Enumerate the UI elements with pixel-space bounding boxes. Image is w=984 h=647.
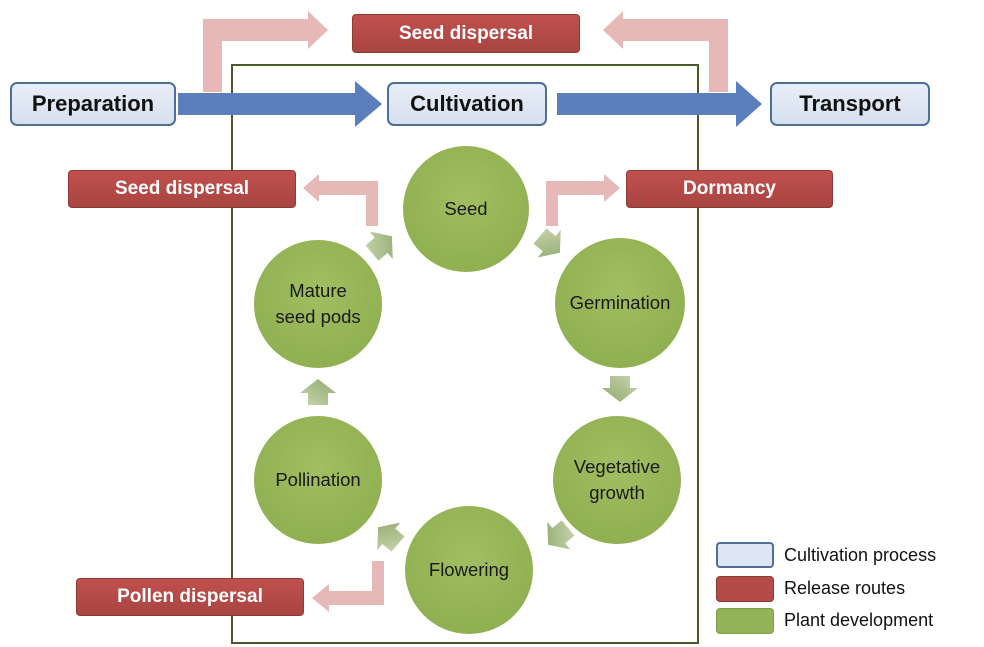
stage-vegetative-growth: Vegetative growth xyxy=(553,416,681,544)
stage-germination-label: Germination xyxy=(569,291,671,313)
cycle-arrow-vegetative-to-flowering xyxy=(547,520,575,550)
arrow-cultivation-to-transport xyxy=(557,81,762,127)
stage-mature-seed-pods: Mature seed pods xyxy=(254,240,382,368)
release-arrow-transport-to-seed-dispersal xyxy=(603,11,728,92)
cycle-arrow-mature-to-seed xyxy=(365,231,393,261)
dormancy-label: Dormancy xyxy=(683,178,776,199)
release-arrow-preparation-to-seed-dispersal xyxy=(203,11,328,92)
transport-label: Transport xyxy=(799,91,901,116)
stage-vegetative-label-line1: Vegetative xyxy=(573,455,661,477)
transport-box: Transport xyxy=(770,82,930,126)
seed-dispersal-top-box: Seed dispersal xyxy=(352,14,580,53)
cultivation-frame xyxy=(231,64,699,644)
legend-swatch-release-routes xyxy=(716,576,774,602)
stage-mature-label-line1: Mature xyxy=(289,279,347,301)
legend-swatch-plant-development xyxy=(716,608,774,634)
stage-germination: Germination xyxy=(555,238,685,368)
seed-dispersal-left-box: Seed dispersal xyxy=(68,170,296,208)
release-arrow-to-dormancy xyxy=(546,174,620,226)
preparation-label: Preparation xyxy=(31,91,155,116)
seed-dispersal-left-label: Seed dispersal xyxy=(114,178,250,199)
pollen-dispersal-label: Pollen dispersal xyxy=(117,586,263,607)
legend-label-release-routes: Release routes xyxy=(784,578,906,598)
legend-label-cultivation-process: Cultivation process xyxy=(784,545,937,565)
stage-flowering: Flowering xyxy=(405,506,533,634)
pollen-dispersal-box: Pollen dispersal xyxy=(76,578,304,616)
cycle-arrow-seed-to-germination xyxy=(533,228,561,258)
dormancy-box: Dormancy xyxy=(626,170,833,208)
cultivation-label: Cultivation xyxy=(410,91,524,116)
seed-dispersal-top-label: Seed dispersal xyxy=(398,22,534,44)
preparation-box: Preparation xyxy=(10,82,176,126)
release-arrow-to-seed-dispersal-left xyxy=(303,174,378,226)
stage-mature-label-line2: seed pods xyxy=(275,306,361,327)
cycle-arrow-germination-to-vegetative xyxy=(602,376,638,402)
legend-label-plant-development: Plant development xyxy=(784,610,934,630)
cultivation-box: Cultivation xyxy=(387,82,547,126)
stage-pollination-label: Pollination xyxy=(275,468,361,490)
legend-swatch-cultivation-process xyxy=(716,542,774,568)
arrow-preparation-to-cultivation xyxy=(178,81,382,127)
stage-seed: Seed xyxy=(403,146,529,272)
stage-vegetative-label-line2: growth xyxy=(589,482,645,503)
stage-pollination: Pollination xyxy=(254,416,382,544)
cycle-arrow-pollination-to-mature xyxy=(300,379,336,405)
cycle-arrow-flowering-to-pollination xyxy=(377,522,405,552)
stage-flowering-label: Flowering xyxy=(428,558,510,580)
stage-seed-label: Seed xyxy=(444,197,488,219)
release-arrow-to-pollen-dispersal xyxy=(312,561,384,612)
